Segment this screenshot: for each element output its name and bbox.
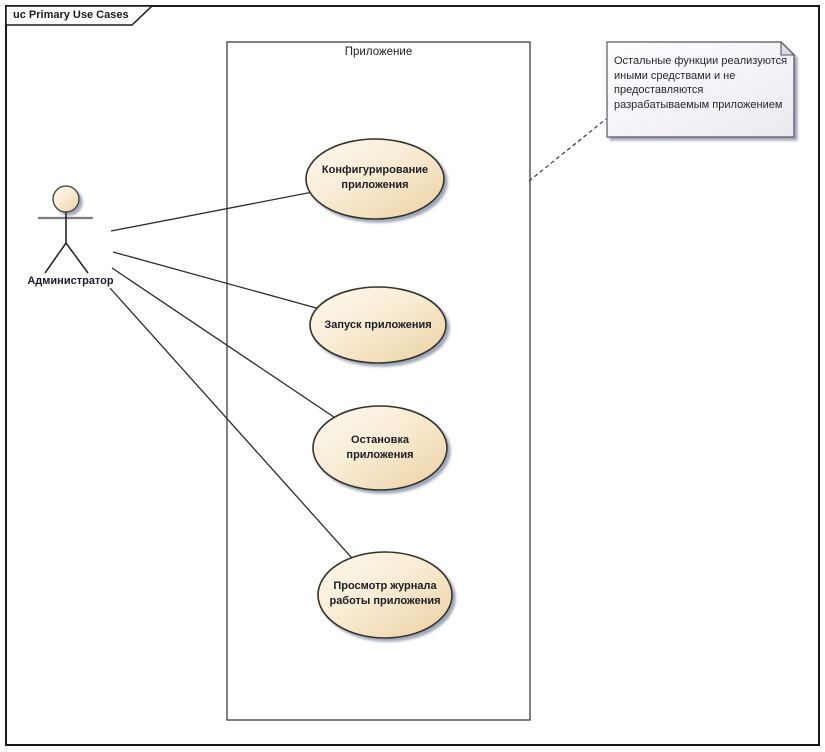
note-body[interactable] <box>606 41 795 138</box>
frame-title: uc Primary Use Cases <box>13 9 129 21</box>
usecase-view-log-line2: работы приложения <box>329 595 441 607</box>
note-link-dashed-line[interactable] <box>528 118 607 182</box>
actor-left-leg <box>44 242 67 274</box>
usecase-label-view-log: Просмотр журнала работы приложения <box>305 579 465 609</box>
actor-icon[interactable] <box>38 185 93 274</box>
frame-tab <box>5 5 154 26</box>
usecase-stop-line1: Остановка <box>351 434 409 446</box>
usecase-ellipse-stop[interactable] <box>312 405 448 491</box>
usecase-view-log-line1: Просмотр журнала <box>333 580 437 592</box>
system-boundary-label: Приложение <box>344 46 413 58</box>
actor-label: Администратор <box>27 275 114 287</box>
association-view-log[interactable] <box>109 287 386 596</box>
usecase-configure-line2: приложения <box>341 179 409 191</box>
actor-head[interactable] <box>52 185 80 213</box>
usecase-ellipse-configure[interactable] <box>305 138 445 220</box>
usecase-label-configure: Конфигурирование приложения <box>300 163 450 193</box>
note-folded-corner-icon <box>780 40 796 56</box>
system-boundary-box[interactable] <box>226 41 531 721</box>
usecase-stop-line2: приложения <box>346 449 414 461</box>
note-shape[interactable] <box>606 40 796 138</box>
usecase-label-start: Запуск приложения <box>303 318 453 333</box>
usecase-start-line1: Запуск приложения <box>324 319 432 331</box>
frame-border <box>5 5 820 746</box>
actor-right-leg <box>65 242 89 274</box>
note-text: Остальные функции реализуются иными сред… <box>614 55 788 111</box>
usecase-ellipse-start[interactable] <box>309 286 447 364</box>
usecase-configure-line1: Конфигурирование <box>321 164 429 176</box>
usecase-label-stop: Остановка приложения <box>305 433 455 463</box>
usecase-ellipse-view-log[interactable] <box>317 551 453 639</box>
